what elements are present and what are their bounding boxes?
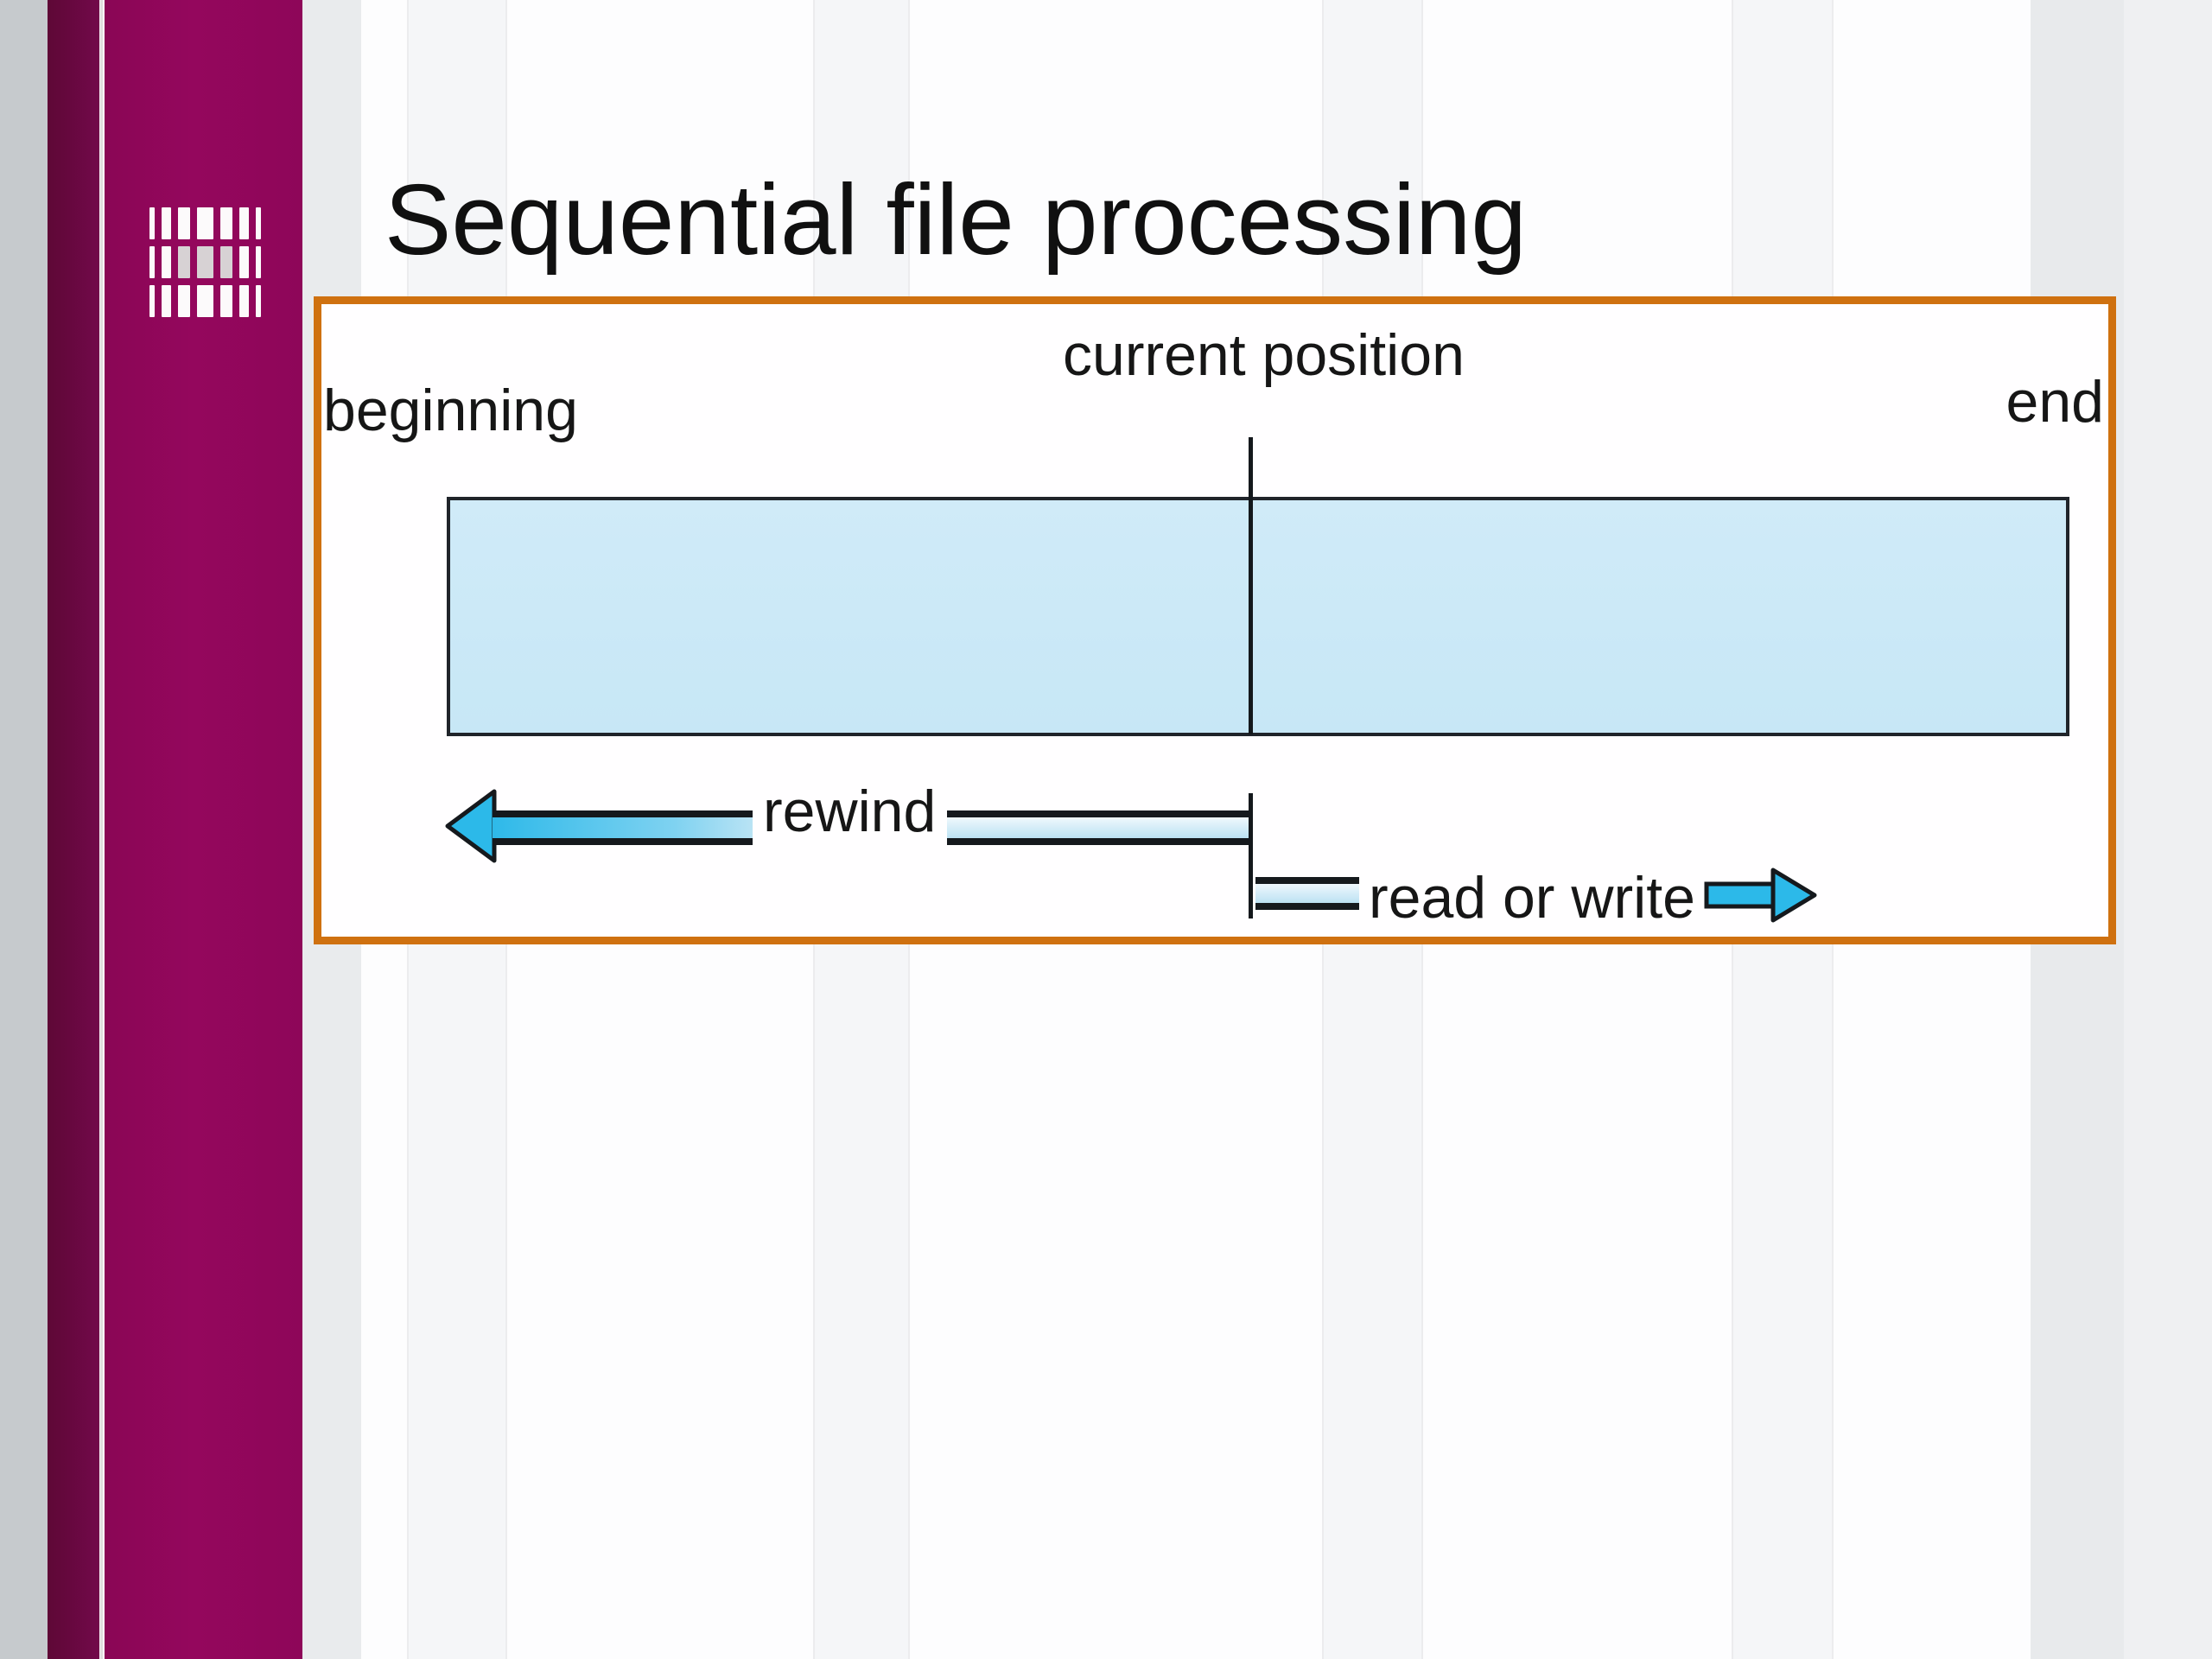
mosaic-bar	[220, 285, 232, 317]
left-edge-strip	[0, 0, 48, 1659]
mosaic-bar	[220, 207, 232, 239]
mosaic-bar	[149, 285, 155, 317]
label-rewind: rewind	[763, 779, 937, 844]
label-current-position: current position	[1063, 322, 1465, 388]
rewind-shaft-left	[493, 810, 753, 845]
mosaic-bar	[197, 207, 213, 239]
sidebar-seam	[100, 0, 103, 1659]
arrow-right-icon	[1704, 866, 1818, 925]
rewind-shaft-right	[947, 810, 1249, 845]
slide-title: Sequential file processing	[385, 163, 1527, 276]
mosaic-bar	[178, 285, 190, 317]
mosaic-row	[149, 207, 264, 239]
mosaic-bar	[178, 207, 190, 239]
mosaic-row	[149, 285, 264, 317]
current-position-line-lower	[1249, 793, 1253, 918]
file-strip	[447, 497, 2069, 736]
read-write-shaft	[1255, 877, 1359, 910]
mosaic-bar	[256, 207, 261, 239]
mosaic-row	[149, 246, 264, 278]
mosaic-bar	[239, 246, 249, 278]
background-stripe	[2124, 0, 2212, 1659]
mosaic-bar	[149, 207, 155, 239]
mosaic-bar	[162, 246, 171, 278]
mosaic-bar	[239, 207, 249, 239]
mosaic-bar	[220, 246, 232, 278]
mosaic-bar	[162, 285, 171, 317]
label-end: end	[2005, 369, 2104, 435]
sidebar-dark-band	[48, 0, 99, 1659]
mosaic-bar	[239, 285, 249, 317]
label-beginning: beginning	[323, 378, 578, 443]
mosaic-bar	[256, 246, 261, 278]
mosaic-bar	[162, 207, 171, 239]
current-position-line-upper	[1249, 437, 1253, 734]
mosaic-bar	[149, 246, 155, 278]
mosaic-bar	[197, 246, 213, 278]
label-read-or-write: read or write	[1369, 865, 1695, 931]
mosaic-bar	[197, 285, 213, 317]
mosaic-bar	[256, 285, 261, 317]
sidebar-highlight-line	[99, 0, 105, 1659]
mosaic-bar	[178, 246, 190, 278]
mosaic-grid-icon	[149, 207, 264, 320]
sequential-file-diagram: current position beginning end rewind re…	[314, 296, 2116, 944]
arrow-left-icon	[444, 788, 498, 864]
